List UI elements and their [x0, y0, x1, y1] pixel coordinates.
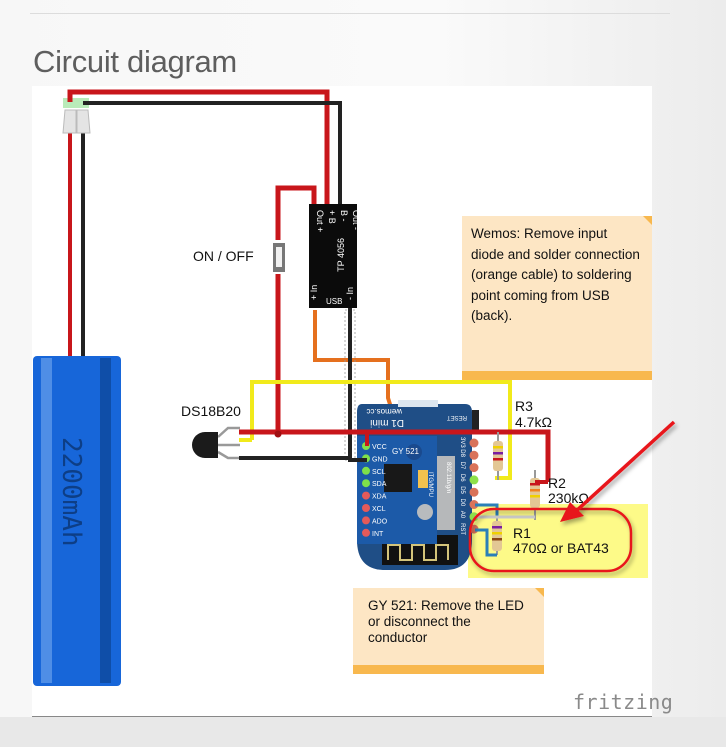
gy521-note-text: GY 521: Remove the LED or disconnect the… [368, 598, 524, 645]
tp4056-charger: Out + + B B - Out - TP 4056 + In USB - I… [309, 204, 361, 308]
wemos-pin-d0 [469, 500, 479, 509]
charger-pin-in-plus: + In [309, 285, 319, 300]
annotation-arrow [560, 420, 676, 522]
charger-pin-in-minus: - In [345, 287, 355, 300]
wire-blue-rst [475, 528, 497, 557]
charger-name: TP 4056 [336, 238, 346, 272]
gy521-pin-sda [362, 479, 370, 488]
wemos-brand: wemos.cc [366, 407, 403, 416]
resistor-r2 [530, 470, 540, 520]
gy521-chip-label: ITG/MPU [427, 472, 433, 497]
charger-pin-b-plus: + B [327, 210, 337, 224]
wemos-pin-label: D5 [459, 486, 465, 494]
r1-name: R1 [513, 525, 531, 541]
r1-value: 470Ω or BAT43 [513, 540, 609, 556]
r3-name: R3 [515, 398, 533, 414]
fritzing-watermark: fritzing [573, 690, 674, 714]
gy521-pin-xda [362, 491, 370, 500]
resistor-r1 [492, 515, 502, 555]
gy521-pin-ado [362, 516, 370, 525]
gy521-pin-label: XCL [372, 506, 386, 513]
wire-black-gnd [239, 456, 367, 462]
wemos-model: D1 mini [370, 417, 404, 428]
wemos-pin-d7 [469, 463, 479, 473]
ds18b20-sensor [192, 426, 240, 460]
junction [274, 430, 282, 438]
gy521-pin-label: ADO [372, 518, 388, 525]
header-divider [30, 13, 670, 14]
wemos-pin-a0 [469, 512, 479, 522]
r3-value: 4.7kΩ [515, 414, 552, 430]
r2-value: 230kΩ [548, 490, 589, 506]
switch-label: ON / OFF [193, 248, 254, 264]
note-fold [643, 216, 652, 225]
gy521-label: GY 521 [392, 447, 420, 456]
gy521-pin-label: INT [372, 531, 384, 538]
wemos-pin-label: D0 [459, 499, 465, 507]
wire-red-top [67, 89, 330, 205]
gy521-pin-label: GND [372, 456, 388, 463]
highlight-ellipse [468, 507, 633, 573]
wemos-pin-d5 [469, 487, 479, 497]
note-bar [353, 665, 544, 674]
wire-blue-d0 [475, 503, 499, 517]
resistor-r3 [493, 432, 503, 480]
wemos-pin-d8 [469, 450, 479, 460]
wire-yellow [250, 380, 512, 480]
page-title: Circuit diagram [33, 44, 237, 79]
battery-connector [62, 98, 91, 134]
wire-red-main [239, 429, 551, 482]
footer-background [0, 717, 726, 747]
wemos-reset-label: RESET [447, 414, 467, 420]
wire-switch-top [275, 185, 317, 240]
wemos-note-text: Wemos: Remove input diode and solder con… [471, 226, 640, 323]
gy521-module: GY 521 ITG/MPU [357, 436, 437, 544]
gy521-pin-xcl [362, 504, 370, 512]
gy521-note: GY 521: Remove the LED or disconnect the… [353, 588, 544, 674]
wemos-pin-label: RST [459, 523, 465, 535]
charger-pin-b-minus: B - [339, 210, 349, 222]
wire-black-top [83, 101, 342, 205]
gy521-pin-label: SDA [372, 481, 387, 488]
sensor-label: DS18B20 [181, 403, 241, 419]
on-off-switch[interactable] [273, 243, 285, 272]
wemos-pin-label: D7 [459, 462, 465, 470]
r2-name: R2 [548, 475, 566, 491]
wemos-pin-label: A0 [459, 511, 465, 519]
note-fold [535, 588, 544, 597]
wemos-pin-d6 [469, 475, 479, 485]
wemos-pin-label: D8 [459, 449, 465, 457]
wemos-pin-label: D6 [459, 474, 465, 482]
charger-pin-out-minus: Out - [351, 210, 361, 230]
charger-usb-label: USB [326, 297, 342, 306]
battery-label: 2200mAh [56, 437, 86, 547]
gy521-pin-label: SCL [372, 469, 386, 476]
gy521-pin-label: VCC [372, 444, 387, 451]
wemos-note: Wemos: Remove input diode and solder con… [462, 216, 652, 380]
gy521-pin-label: XDA [372, 494, 387, 501]
note-bar [462, 371, 652, 380]
esp-module-label: 802.11b/g/n [445, 462, 451, 493]
charger-pin-out-plus: Out + [315, 210, 325, 232]
battery: 2200mAh [33, 356, 121, 686]
wemos-pin-3v3 [469, 438, 479, 448]
gy521-pin-scl [362, 466, 370, 475]
wemos-pin-label: 3V3 [459, 437, 465, 448]
gy521-pin-int [362, 528, 370, 537]
